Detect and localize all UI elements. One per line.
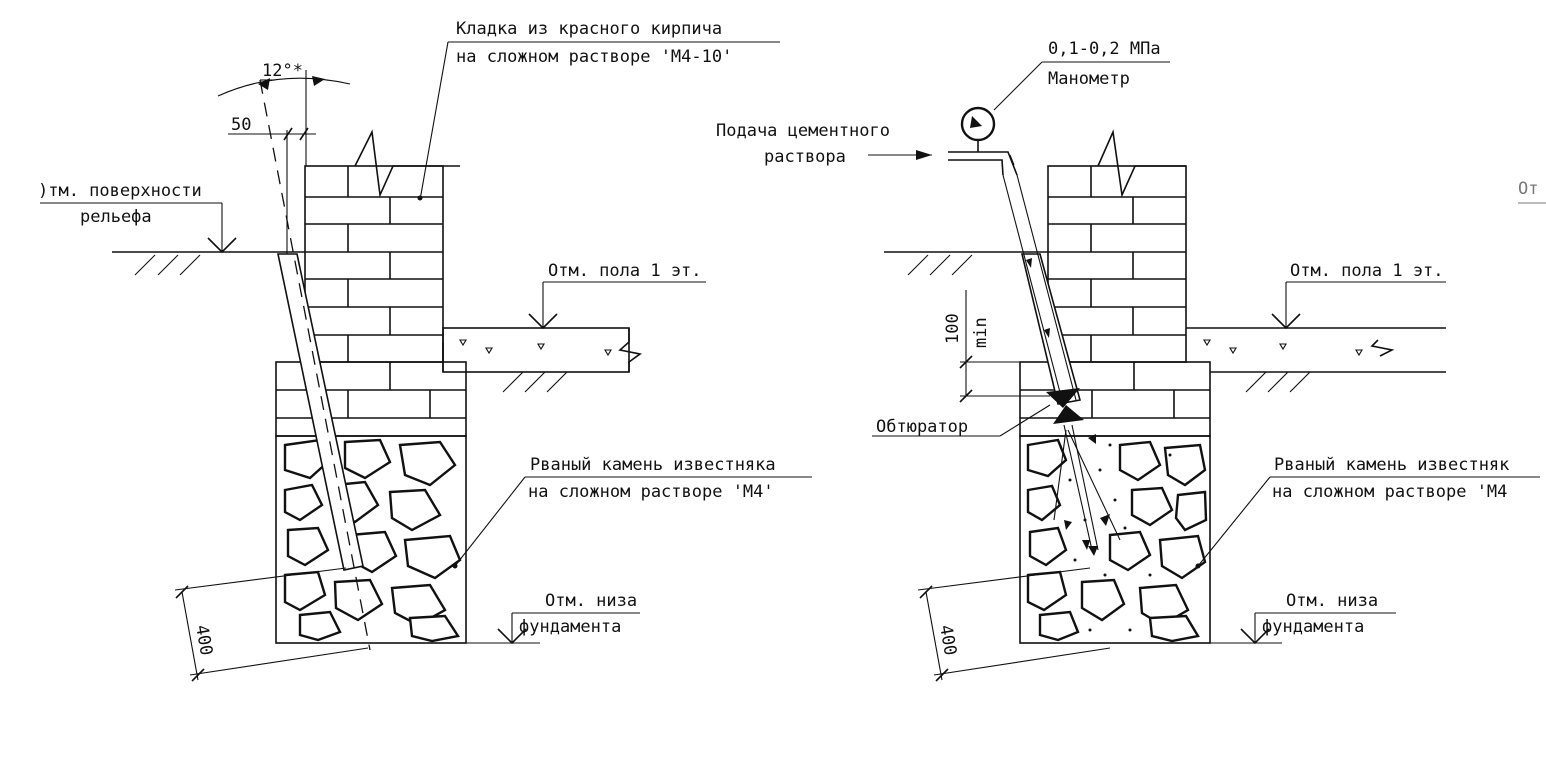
right-rubble-foundation <box>1019 435 1211 644</box>
left-offset-dimension <box>228 127 316 141</box>
right-depth-label: 400 <box>935 623 960 657</box>
right-depth-dimension <box>917 567 1111 682</box>
left-brick-wall <box>304 129 460 363</box>
right-pressure-label: 0,1-0,2 МПа <box>1048 39 1161 59</box>
right-detail: 0,1-0,2 МПа Манометр Подача цементного р… <box>716 39 1546 682</box>
right-stone-label-1: Рваный камень известняк <box>1274 455 1509 475</box>
left-bottom-label-2: фундамента <box>519 617 621 637</box>
right-rubble-stones <box>1026 438 1208 643</box>
right-floor-slab <box>1186 327 1446 393</box>
right-bottom-label-2: фундамента <box>1262 617 1364 637</box>
right-supply-label-2: раствора <box>764 147 846 167</box>
right-obturator <box>1046 388 1084 424</box>
right-obturator-label: Обтюратор <box>876 417 968 437</box>
left-masonry-label-1: Кладка из красного кирпича <box>456 19 722 39</box>
right-brick-wall <box>1047 129 1187 363</box>
right-min-value: 100 <box>943 313 963 344</box>
right-floor-label: Отм. пола 1 эт. <box>1290 261 1444 281</box>
left-masonry-leader <box>419 41 449 201</box>
left-ground-label-1: )тм. поверхности <box>38 181 202 201</box>
right-min-dimension <box>959 290 1050 403</box>
left-rubble-stones <box>283 438 462 643</box>
left-bottom-label-1: Отм. низа <box>545 591 637 611</box>
left-stone-label-1: Рваный камень известняка <box>530 455 776 475</box>
right-brick-plinth <box>1019 361 1211 437</box>
left-angle-label: 12°* <box>262 61 303 81</box>
right-pressure-gauge <box>960 61 1170 142</box>
left-ground-label-2: рельефа <box>80 207 152 227</box>
right-supply-label-1: Подача цементного <box>716 121 890 141</box>
right-ground-surface <box>884 251 1048 276</box>
left-masonry-label-2: на сложном растворе 'М4-10' <box>456 47 732 67</box>
left-detail: Кладка из красного кирпича на сложном ра… <box>38 19 812 682</box>
left-ground-surface <box>112 251 305 276</box>
right-bottom-label-1: Отм. низа <box>1286 591 1378 611</box>
right-edge-label: От <box>1518 179 1538 199</box>
left-floor-label: Отм. пола 1 эт. <box>548 261 702 281</box>
right-gauge-label: Манометр <box>1048 69 1130 89</box>
left-stone-label-2: на сложном растворе 'М4' <box>528 482 774 502</box>
right-min-unit: min <box>971 317 991 348</box>
right-injector-pipe <box>948 140 1082 405</box>
right-stone-label-2: на сложном растворе 'М4 <box>1272 482 1507 502</box>
left-offset-label: 50 <box>231 115 251 135</box>
left-angle-dimension <box>217 70 351 166</box>
left-floor-slab <box>442 327 642 393</box>
left-rubble-foundation <box>275 435 467 644</box>
left-depth-label: 400 <box>191 623 216 657</box>
right-grout-flow <box>1053 424 1121 556</box>
left-inclined-borehole <box>259 79 371 651</box>
left-masonry-dot <box>417 195 423 201</box>
left-depth-dimension <box>174 567 369 682</box>
